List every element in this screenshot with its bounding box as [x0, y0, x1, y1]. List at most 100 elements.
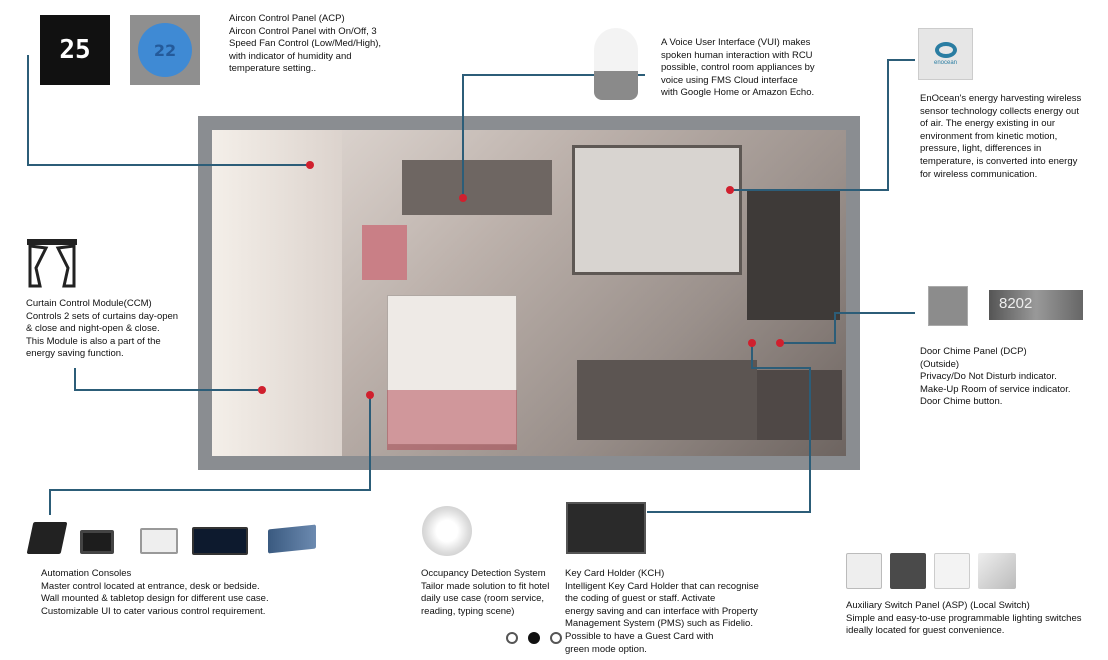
- text-line: Tailor made solution to fit hotel: [421, 580, 550, 592]
- ccm-title: Curtain Control Module(CCM): [26, 298, 152, 309]
- switch-panel-dark-image: [890, 553, 926, 589]
- door-chime-panel-image: 8202: [989, 290, 1083, 320]
- text-line: Speed Fan Control (Low/Med/High),: [229, 38, 382, 50]
- luggage-rack: [757, 370, 842, 440]
- curtain-icon: [27, 239, 77, 288]
- text-line: Privacy/Do Not Disturb indicator.: [920, 371, 1057, 383]
- door-chime-switch-image: [928, 286, 968, 326]
- text-line: with indicator of humidity and: [229, 50, 352, 62]
- enocean-connector: [730, 59, 915, 191]
- enocean-logo: enocean: [918, 28, 973, 80]
- pagination-dot-2-active[interactable]: [528, 632, 540, 644]
- closet: [747, 190, 840, 320]
- pagination-dot-3[interactable]: [550, 632, 562, 644]
- aircon-panel-dark-image: 25: [40, 15, 110, 85]
- remote-console-image: [268, 524, 316, 554]
- kch-marker[interactable]: [748, 339, 756, 347]
- text-line: temperature setting..: [229, 63, 317, 75]
- asp-description: Auxiliary Switch Panel (ASP) (Local Swit…: [846, 600, 1096, 638]
- tablet-console-image: [26, 522, 68, 554]
- automation-title: Automation Consoles: [41, 568, 132, 579]
- acp-connector: [27, 55, 310, 166]
- vui-connector: [462, 74, 645, 198]
- acp-marker[interactable]: [306, 161, 314, 169]
- acp-description: Aircon Control Panel (ACP) Aircon Contro…: [229, 13, 399, 76]
- text-line: Aircon Control Panel with On/Off, 3: [229, 25, 377, 37]
- text-line: Master control located at entrance, desk…: [41, 580, 260, 592]
- automation-marker[interactable]: [366, 391, 374, 399]
- text-line: the coding of guest or staff. Activate: [565, 593, 716, 605]
- occupancy-description: Occupancy Detection System Tailor made s…: [421, 568, 561, 618]
- switch-panel-white-image: [934, 553, 970, 589]
- switch-panel-silver-image: [978, 553, 1016, 589]
- room-number: 8202: [999, 295, 1033, 312]
- automation-connector: [49, 395, 371, 515]
- enocean-marker[interactable]: [726, 186, 734, 194]
- text-line: for wireless communication.: [920, 168, 1038, 180]
- text-line: green mode option.: [565, 643, 647, 655]
- kch-connector: [647, 343, 811, 513]
- text-line: energy saving function.: [26, 348, 124, 360]
- tabletop-console-image: [140, 528, 178, 554]
- text-line: environment from kinetic motion,: [920, 130, 1058, 142]
- occupancy-title: Occupancy Detection System: [421, 568, 546, 579]
- text-line: Simple and easy-to-use programmable ligh…: [846, 612, 1082, 624]
- armchair: [362, 225, 407, 280]
- text-line: Management System (PMS) such as Fidelio.: [565, 618, 753, 630]
- text-line: Door Chime button.: [920, 396, 1003, 408]
- text-line: Make-Up Room of service indicator.: [920, 383, 1071, 395]
- dcp-connector: [780, 312, 915, 344]
- text-line: Controls 2 sets of curtains day-open: [26, 310, 179, 322]
- text-line: voice using FMS Cloud interface: [661, 74, 798, 86]
- text-line: energy saving and can interface with Pro…: [565, 605, 758, 617]
- dcp-marker[interactable]: [776, 339, 784, 347]
- text-line: Intelligent Key Card Holder that can rec…: [565, 580, 759, 592]
- hotel-room-floorplan: [198, 116, 860, 470]
- text-line: Customizable UI to cater various control…: [41, 605, 266, 617]
- text-line: & close and night-open & close.: [26, 323, 160, 335]
- window-curtains: [212, 130, 342, 456]
- ccm-description: Curtain Control Module(CCM) Controls 2 s…: [26, 298, 196, 361]
- automation-description: Automation Consoles Master control locat…: [41, 568, 301, 618]
- enocean-icon: [934, 42, 957, 58]
- ccm-marker[interactable]: [258, 386, 266, 394]
- kch-description: Key Card Holder (KCH) Intelligent Key Ca…: [565, 568, 795, 656]
- text-line: Wall mounted & tabletop design for diffe…: [41, 593, 269, 605]
- desk: [402, 160, 552, 215]
- text-line: of air. The energy existing in our: [920, 118, 1056, 130]
- key-card-holder-image: [566, 502, 646, 554]
- entry-bench: [577, 360, 757, 440]
- touch-console-image: [192, 527, 248, 555]
- text-line: possible, control room appliances by: [661, 62, 815, 74]
- pagination-dot-1[interactable]: [506, 632, 518, 644]
- asp-title: Auxiliary Switch Panel (ASP) (Local Swit…: [846, 600, 1030, 611]
- kch-title: Key Card Holder (KCH): [565, 568, 665, 579]
- text-line: Possible to have a Guest Card with: [565, 630, 714, 642]
- text-line: This Module is also a part of the: [26, 335, 161, 347]
- text-line: daily use case (room service,: [421, 593, 545, 605]
- text-line: spoken human interaction with RCU: [661, 49, 813, 61]
- text-line: sensor technology collects energy out: [920, 105, 1079, 117]
- text-line: pressure, light, differences in: [920, 143, 1042, 155]
- text-line: (Outside): [920, 358, 960, 370]
- occupancy-sensor-image: [422, 506, 472, 556]
- vui-marker[interactable]: [459, 194, 467, 202]
- text-line: EnOcean's energy harvesting wireless: [920, 93, 1082, 104]
- text-line: reading, typing scene): [421, 605, 515, 617]
- dcp-description: Door Chime Panel (DCP) (Outside)Privacy/…: [920, 346, 1100, 409]
- ccm-connector: [74, 368, 262, 391]
- temperature-display: 22: [138, 23, 192, 77]
- temperature-display: 25: [59, 35, 91, 65]
- bed-runner: [387, 390, 517, 450]
- dcp-title: Door Chime Panel (DCP): [920, 346, 1027, 357]
- text-line: ideally located for guest convenience.: [846, 625, 1005, 637]
- switch-panel-white-image: [846, 553, 882, 589]
- acp-title: Aircon Control Panel (ACP): [229, 13, 345, 24]
- bathroom: [572, 145, 742, 275]
- text-line: with Google Home or Amazon Echo.: [661, 87, 815, 99]
- text-line: A Voice User Interface (VUI) makes: [661, 37, 811, 48]
- text-line: temperature, is converted into energy: [920, 155, 1078, 167]
